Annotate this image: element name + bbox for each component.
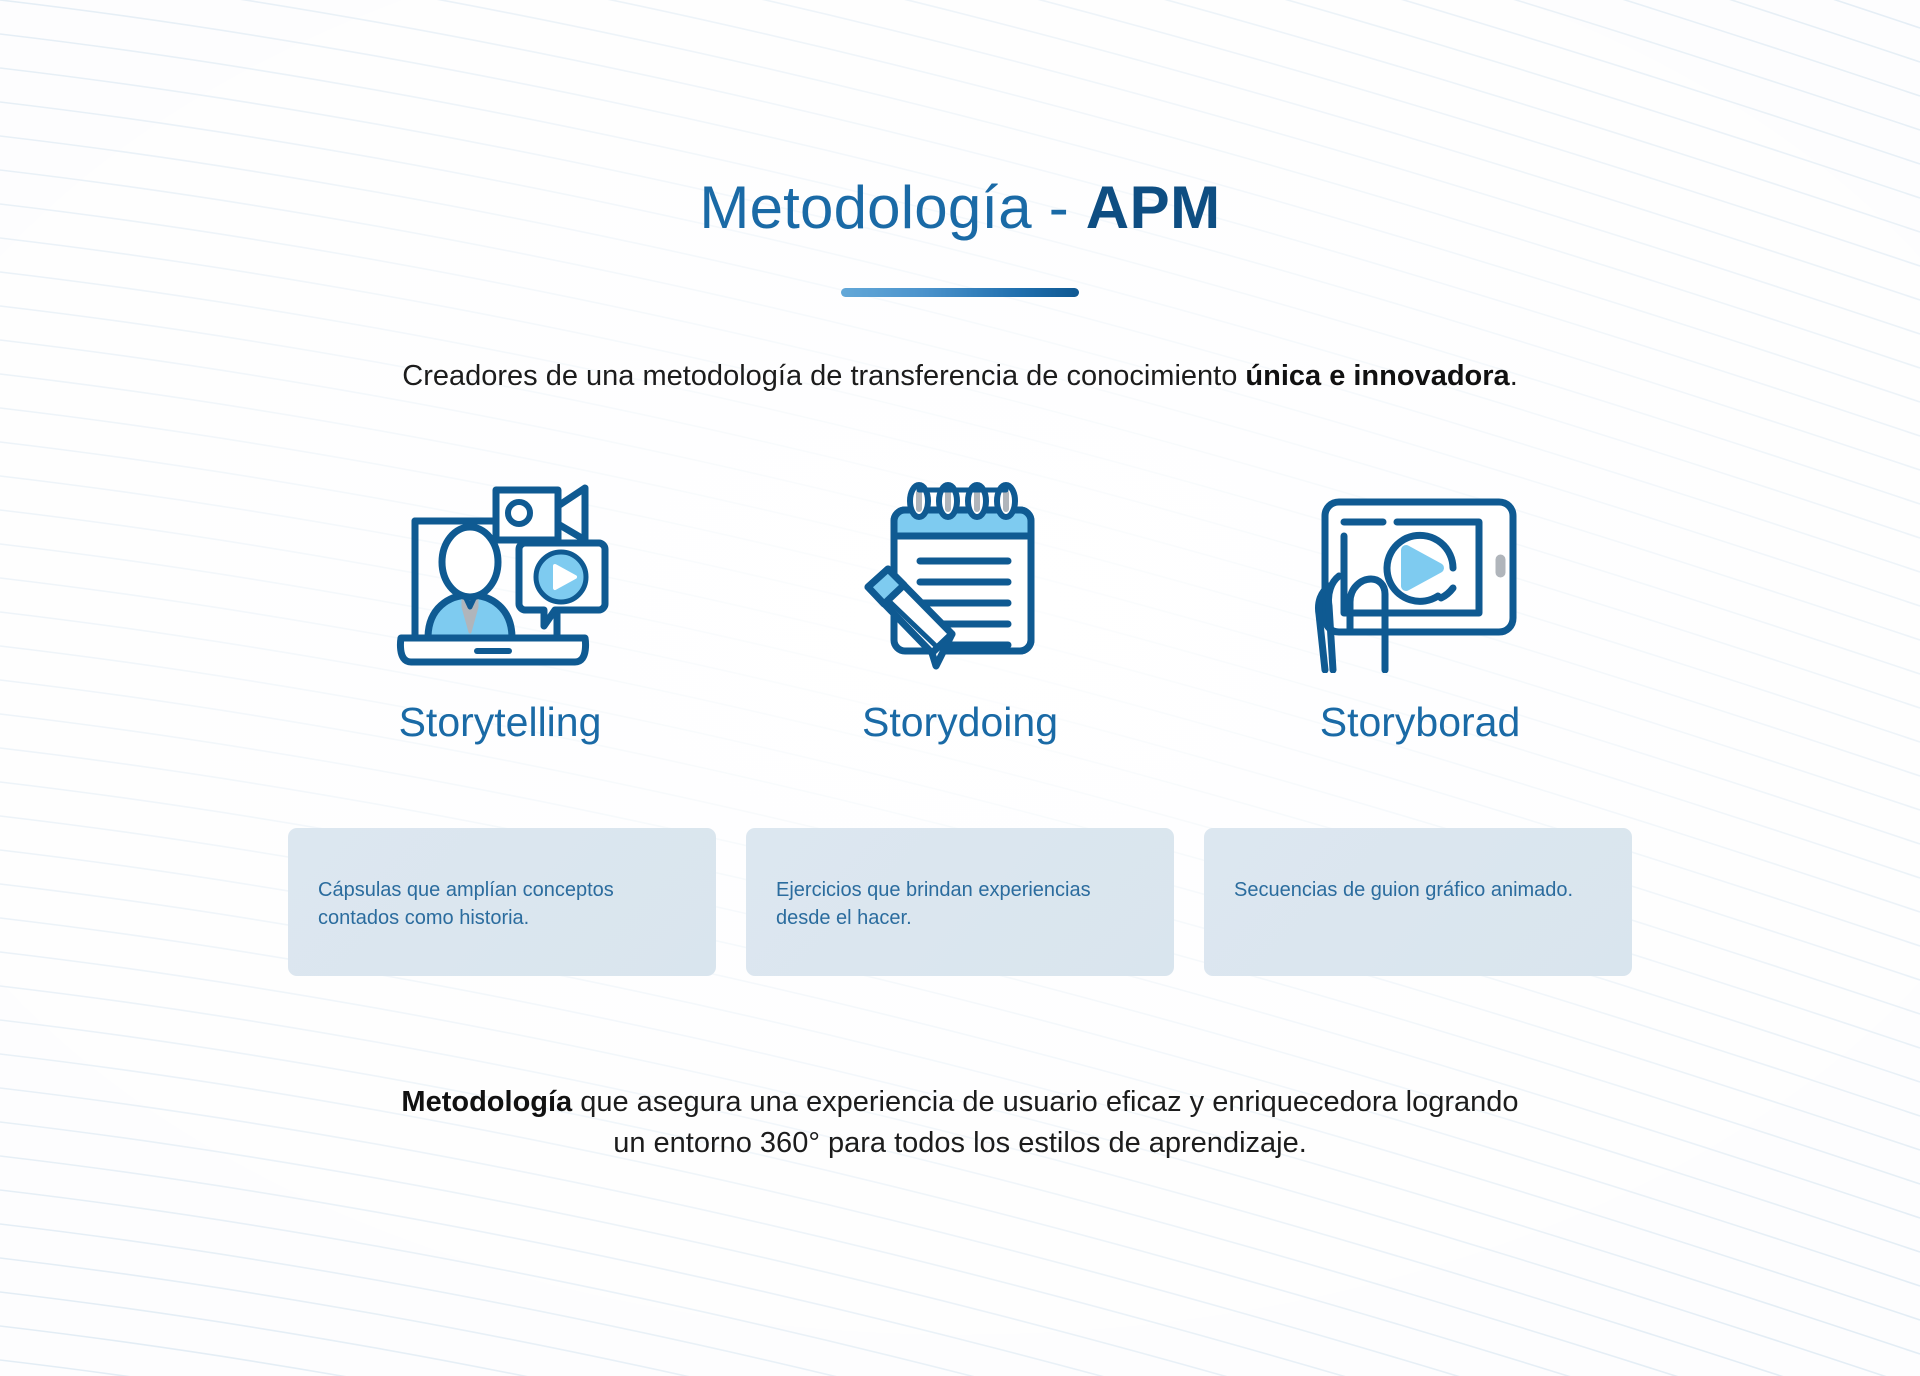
column-title-storytelling: Storytelling <box>398 699 602 745</box>
laptop-presenter-video-icon <box>396 484 609 666</box>
title-divider <box>841 288 1079 297</box>
footer-bold: Metodología <box>401 1086 573 1118</box>
card-storytelling: Cápsulas que amplían conceptos contados … <box>288 828 716 976</box>
icon-box <box>860 470 1060 680</box>
footer-line-1: Metodología que asegura una experiencia … <box>0 1082 1920 1123</box>
subtitle-tail: . <box>1509 360 1518 392</box>
card-storydoing: Ejercicios que brindan experiencias desd… <box>746 828 1174 976</box>
subtitle-lead: Creadores de una metodología de transfer… <box>402 360 1246 392</box>
card-text: Cápsulas que amplían conceptos contados … <box>318 879 614 930</box>
icon-box <box>389 470 611 680</box>
footer-line-2: un entorno 360° para todos los estilos d… <box>613 1127 1307 1160</box>
column-storydoing: Storydoing <box>745 470 1175 743</box>
column-storyborad: Storyborad <box>1205 470 1635 743</box>
card-text: Secuencias de guion gráfico animado. <box>1234 879 1574 901</box>
page-title-main: Metodología - <box>699 174 1086 241</box>
card-text: Ejercicios que brindan experiencias desd… <box>776 879 1091 930</box>
subtitle-bold: única e innovadora <box>1245 360 1510 392</box>
footer-paragraph: Metodología que asegura una experiencia … <box>0 1082 1920 1164</box>
methodology-columns: Storytelling <box>285 470 1635 743</box>
column-title-storyborad: Storyborad <box>1319 699 1521 745</box>
tablet-hand-play-icon <box>1314 498 1516 673</box>
icon-box <box>1313 470 1528 680</box>
column-title-storydoing: Storydoing <box>861 699 1058 745</box>
subtitle: Creadores de una metodología de transfer… <box>0 358 1920 394</box>
column-storytelling: Storytelling <box>285 470 715 743</box>
page-title-accent: APM <box>1085 174 1221 241</box>
page-title: Metodología - APM <box>699 174 1220 241</box>
description-cards: Cápsulas que amplían conceptos contados … <box>288 828 1632 976</box>
footer-line-1-rest: que asegura una experiencia de usuario e… <box>572 1086 1519 1118</box>
notepad-pencil-icon <box>864 482 1035 670</box>
card-storyborad: Secuencias de guion gráfico animado. <box>1204 828 1632 976</box>
page-title-wrap: Metodología - APM <box>0 178 1920 238</box>
